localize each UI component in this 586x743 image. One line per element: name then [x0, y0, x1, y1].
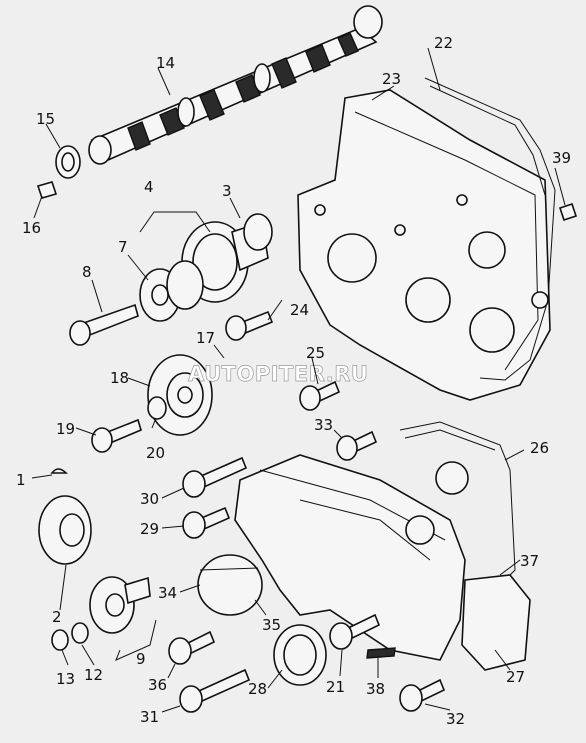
- idler-bolt: [91, 418, 142, 453]
- callout-4: 4: [144, 178, 154, 196]
- callout-35: 35: [262, 616, 281, 634]
- callout-1: 1: [16, 471, 26, 489]
- woodruff-key: [50, 468, 68, 474]
- callout-27: 27: [506, 668, 525, 686]
- leader-lines: [31, 47, 566, 713]
- front-bolt: [299, 380, 341, 411]
- callout-30: 30: [140, 490, 159, 508]
- bolt-32: [399, 678, 446, 712]
- bolt-36: [168, 630, 216, 665]
- short-bolt: [182, 506, 231, 539]
- plug: [558, 202, 578, 222]
- callout-26: 26: [530, 439, 549, 457]
- oil-seal: [273, 624, 327, 686]
- watermark: AUTOPITER.RU: [188, 362, 368, 386]
- front-cover: [234, 454, 466, 661]
- callout-12: 12: [84, 666, 103, 684]
- callout-23: 23: [382, 70, 401, 88]
- cover-gasket: [424, 77, 556, 381]
- callout-31: 31: [140, 708, 159, 726]
- case-bolt: [225, 310, 274, 341]
- bolt-21: [329, 613, 381, 650]
- callout-22: 22: [434, 34, 453, 52]
- callout-2: 2: [52, 608, 62, 626]
- shim: [366, 647, 396, 659]
- callout-24: 24: [290, 301, 309, 319]
- callout-33: 33: [314, 416, 333, 434]
- callout-3: 3: [222, 182, 232, 200]
- callout-8: 8: [82, 263, 92, 281]
- callout-16: 16: [22, 219, 41, 237]
- callout-36: 36: [148, 676, 167, 694]
- callout-21: 21: [326, 678, 345, 696]
- dowel-pin: [36, 181, 58, 199]
- callout-29: 29: [140, 520, 159, 538]
- callout-34: 34: [158, 584, 177, 602]
- hub-bolt: [69, 303, 139, 346]
- pump-gear: [89, 576, 151, 634]
- camshaft: [88, 5, 383, 165]
- callout-38: 38: [366, 680, 385, 698]
- callout-labels: 1 2 3 4 7 8 9 12 13 14 15 16 17 18 19 20…: [16, 34, 571, 728]
- front-cover-gasket: [399, 421, 516, 586]
- callout-28: 28: [248, 680, 267, 698]
- long-bolt: [182, 456, 248, 498]
- callout-20: 20: [146, 444, 165, 462]
- bolt-31: [179, 668, 251, 713]
- callout-17: 17: [196, 329, 215, 347]
- circlip: [51, 629, 69, 651]
- spacer-washer: [71, 622, 89, 644]
- idler-washer: [147, 396, 167, 420]
- callout-18: 18: [110, 369, 129, 387]
- callout-9: 9: [136, 650, 146, 668]
- crankshaft-gear: [38, 495, 92, 565]
- callout-14: 14: [156, 54, 175, 72]
- callout-39: 39: [552, 149, 571, 167]
- sensor-plate: [461, 574, 531, 671]
- callout-37: 37: [520, 552, 539, 570]
- callout-19: 19: [56, 420, 75, 438]
- callout-25: 25: [306, 344, 325, 362]
- callout-13: 13: [56, 670, 75, 688]
- cover-bolt-upper: [336, 430, 378, 461]
- gear-hub: [139, 260, 204, 322]
- callout-7: 7: [118, 238, 128, 256]
- callout-15: 15: [36, 110, 55, 128]
- pump-cover: [197, 554, 263, 616]
- thrust-washer: [55, 145, 81, 179]
- callout-32: 32: [446, 710, 465, 728]
- timing-case: [297, 89, 551, 401]
